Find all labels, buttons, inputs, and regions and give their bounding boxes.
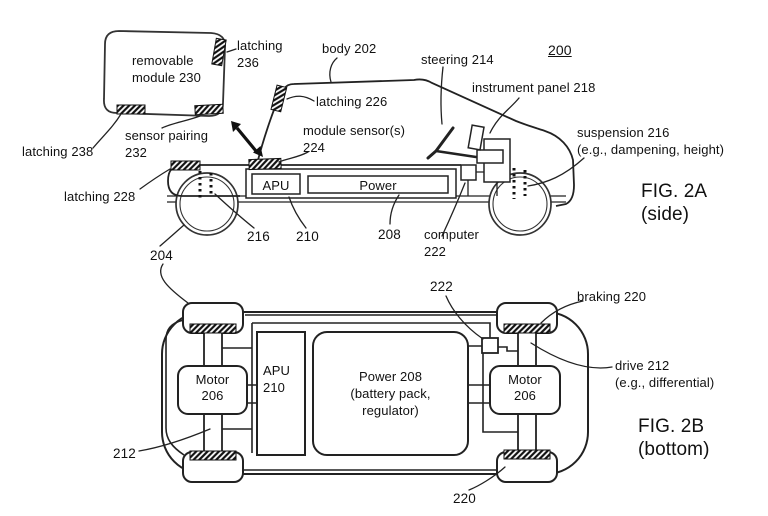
label-module-sensors-224: module sensor(s) 224 [303,123,406,155]
instrument-panel-stalk [467,124,485,151]
label-drive-212: drive 212 (e.g., differential) [615,358,715,390]
power-box-2b [312,331,469,456]
axle-rear-left [203,412,223,455]
leader-latching-228 [139,168,171,190]
label-ref-210: 210 [296,229,319,244]
leader-216 [214,193,255,229]
leader-latching-236 [226,48,237,53]
caption-fig-2b: FIG. 2B (bottom) [638,416,710,460]
suspension-dotted-marks [198,168,527,199]
rear-wheel [175,172,239,236]
steering-column [434,149,478,159]
label-power-2b: Power 208 (battery pack, regulator) [350,369,431,418]
caption-fig-2a: FIG. 2A (side) [641,181,708,225]
label-instrument-panel-218: instrument panel 218 [472,80,596,95]
label-braking-220: braking 220 [577,289,647,304]
leader-instrument-218 [489,97,520,134]
leader-204-up [159,224,185,247]
axle-front-left [203,330,223,369]
figure-2b-drawing [138,295,613,491]
leader-210 [288,196,307,229]
leader-sensors-224 [278,151,309,163]
latch-bar-236 [211,37,227,67]
computer-box [460,164,477,181]
front-wheel [488,172,552,236]
leader-computer-222 [441,182,466,237]
label-ref-204: 204 [150,248,173,263]
leader-220b [468,466,506,491]
leader-pairing-232 [161,115,201,129]
label-latching-238: latching 238 [22,144,94,159]
label-motor-right: Motor 206 [508,372,542,403]
label-power-2a: Power [359,178,397,193]
motor-left-box [177,365,248,415]
brake-bar-rr [503,449,551,460]
leaders-2a [92,48,585,304]
wire-left-motor [222,347,257,430]
wire-left-loop [165,319,185,456]
latch-bars [116,37,288,171]
axle-front-right [517,330,537,369]
label-ref-222b: 222 [430,279,453,294]
leader-222b [445,295,484,340]
axles [203,330,537,455]
label-ref-212b: 212 [113,446,136,461]
label-apu-2a: APU [262,178,290,193]
leader-braking-220 [540,300,584,324]
label-latching-236: latching 236 [237,38,283,70]
label-ref-208: 208 [378,227,401,242]
label-removable-module: removable module 230 [132,53,201,85]
leader-latching-238 [92,113,122,149]
leader-body-202 [329,57,338,83]
module-sensor-bar-224 [248,157,282,171]
leader-suspension-216 [527,157,585,187]
label-ref-220b: 220 [453,491,476,506]
leader-208 [389,194,400,225]
latch-bar-226 [270,84,288,113]
label-apu-2b: APU 210 [263,363,291,395]
leader-drive-212 [530,342,613,369]
leader-212b [138,428,211,452]
brake-bar-fr [503,323,551,334]
sensor-pairing-bar-232 [194,103,224,116]
label-computer-222: computer 222 [424,227,479,259]
apu-box-2b [256,331,306,456]
label-body-202: body 202 [322,41,377,56]
label-ref-216: 216 [247,229,270,244]
label-suspension-216: suspension 216 (e.g., dampening, height) [577,125,725,157]
leader-latching-226 [286,95,315,102]
latch-bar-238 [116,104,146,115]
insertion-arrow [231,121,263,157]
label-latching-228: latching 228 [64,189,136,204]
latch-bar-228 [170,160,201,171]
brake-bars [189,323,551,461]
figure-2a-drawing [92,30,585,304]
computer-box-2b [481,337,499,354]
leader-steering-214 [440,66,444,125]
leaders-2b [138,295,613,491]
wire-inner-harness [252,322,491,338]
computer-wires [467,171,484,196]
leader-204-down [160,263,189,304]
label-motor-left: Motor 206 [195,372,230,403]
label-latching-226: latching 226 [316,94,388,109]
power-box-2a [307,175,449,194]
motor-right-box [489,365,561,415]
apu-box-2a [251,173,301,195]
wiring [165,314,518,471]
label-steering-214: steering 214 [421,52,494,67]
brake-bar-rl [189,450,237,461]
instrument-panel-display [476,149,504,164]
label-ref-200: 200 [548,42,572,58]
wire-right-motor [468,345,518,433]
axle-rear-right [517,412,537,455]
label-sensor-pairing-232: sensor pairing 232 [125,128,209,160]
brake-bar-fl [189,323,237,334]
